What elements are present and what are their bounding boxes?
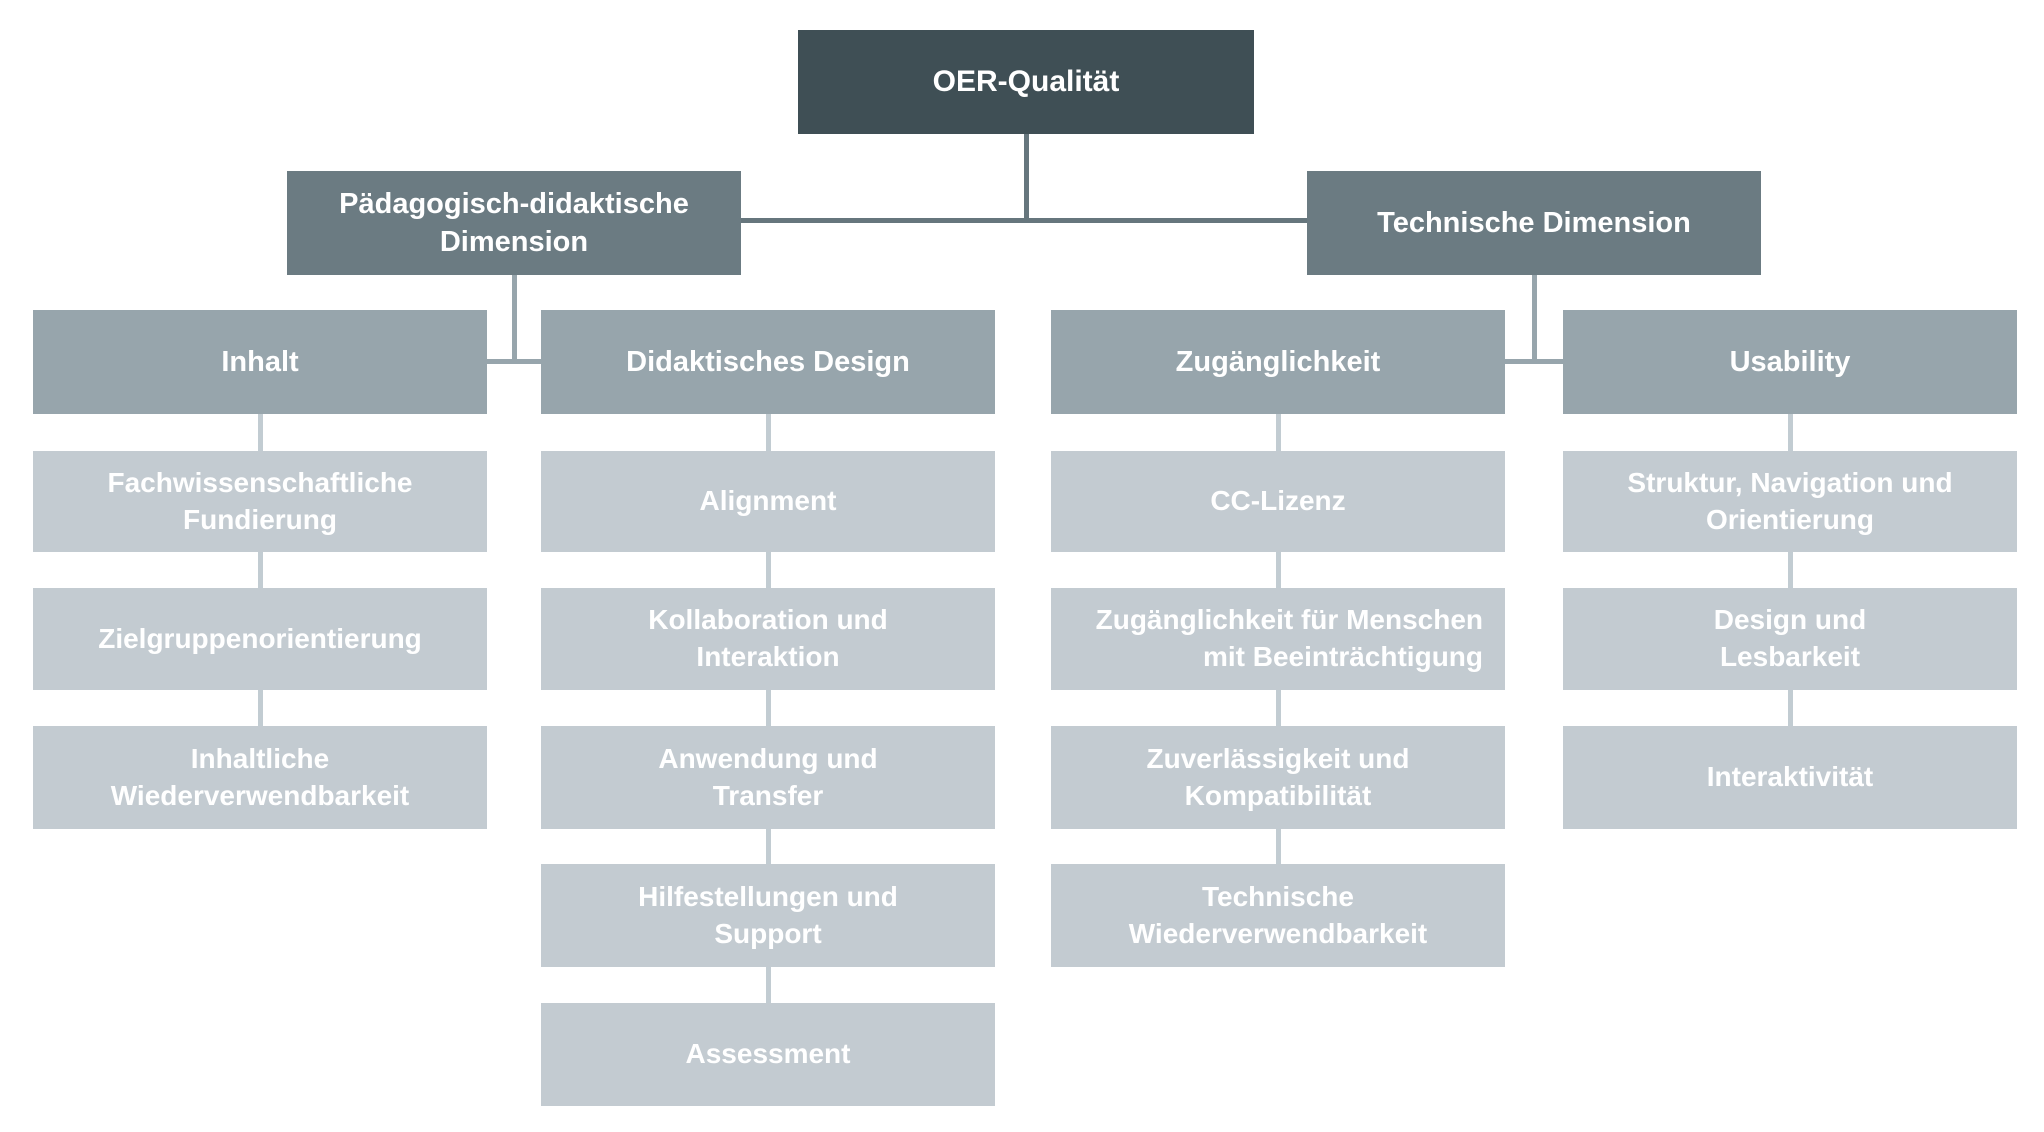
- node-struktur-navigation-orientierung: Struktur, Navigation und Orientierung: [1563, 451, 2017, 552]
- node-usability: Usability: [1563, 310, 2017, 414]
- connector-root-horizontal: [741, 218, 1307, 223]
- node-zugaenglichkeit: Zugänglichkeit: [1051, 310, 1505, 414]
- connector-dim1-vertical: [512, 275, 517, 364]
- node-paedagogisch-didaktische-dimension: Pädagogisch-didaktische Dimension: [287, 171, 741, 275]
- node-hilfestellungen-und-support: Hilfestellungen und Support: [541, 864, 995, 967]
- connector-root-vertical: [1024, 134, 1029, 223]
- node-inhaltliche-wiederverwendbarkeit: Inhaltliche Wiederverwendbarkeit: [33, 726, 487, 829]
- connector-col1-seg1: [258, 414, 263, 451]
- connector-col1-seg2: [258, 552, 263, 588]
- node-alignment: Alignment: [541, 451, 995, 552]
- connector-dim1-horizontal: [487, 359, 541, 364]
- connector-dim2-vertical: [1532, 275, 1537, 364]
- connector-col3-seg3: [1276, 690, 1281, 726]
- connector-col4-seg1: [1788, 414, 1793, 451]
- node-assessment: Assessment: [541, 1003, 995, 1106]
- node-didaktisches-design: Didaktisches Design: [541, 310, 995, 414]
- node-fachwissenschaftliche-fundierung: Fachwissenschaftliche Fundierung: [33, 451, 487, 552]
- connector-col4-seg3: [1788, 690, 1793, 726]
- node-oer-qualitaet: OER-Qualität: [798, 30, 1254, 134]
- node-interaktivitaet: Interaktivität: [1563, 726, 2017, 829]
- connector-col2-seg3: [766, 690, 771, 726]
- node-cc-lizenz: CC-Lizenz: [1051, 451, 1505, 552]
- node-zielgruppenorientierung: Zielgruppenorientierung: [33, 588, 487, 690]
- node-kollaboration-und-interaktion: Kollaboration und Interaktion: [541, 588, 995, 690]
- node-design-und-lesbarkeit: Design und Lesbarkeit: [1563, 588, 2017, 690]
- connector-col2-seg5: [766, 967, 771, 1003]
- connector-col4-seg2: [1788, 552, 1793, 588]
- connector-col2-seg1: [766, 414, 771, 451]
- node-zuverlaessigkeit-und-kompatibilitaet: Zuverlässigkeit und Kompatibilität: [1051, 726, 1505, 829]
- connector-col3-seg2: [1276, 552, 1281, 588]
- connector-col1-seg3: [258, 690, 263, 726]
- node-inhalt: Inhalt: [33, 310, 487, 414]
- connector-col3-seg1: [1276, 414, 1281, 451]
- connector-dim2-horizontal: [1505, 359, 1563, 364]
- connector-col3-seg4: [1276, 829, 1281, 864]
- node-zugaenglichkeit-fuer-menschen: Zugänglichkeit für Menschen mit Beeinträ…: [1051, 588, 1505, 690]
- node-anwendung-und-transfer: Anwendung und Transfer: [541, 726, 995, 829]
- connector-col2-seg2: [766, 552, 771, 588]
- connector-col2-seg4: [766, 829, 771, 864]
- node-technische-dimension: Technische Dimension: [1307, 171, 1761, 275]
- node-technische-wiederverwendbarkeit: Technische Wiederverwendbarkeit: [1051, 864, 1505, 967]
